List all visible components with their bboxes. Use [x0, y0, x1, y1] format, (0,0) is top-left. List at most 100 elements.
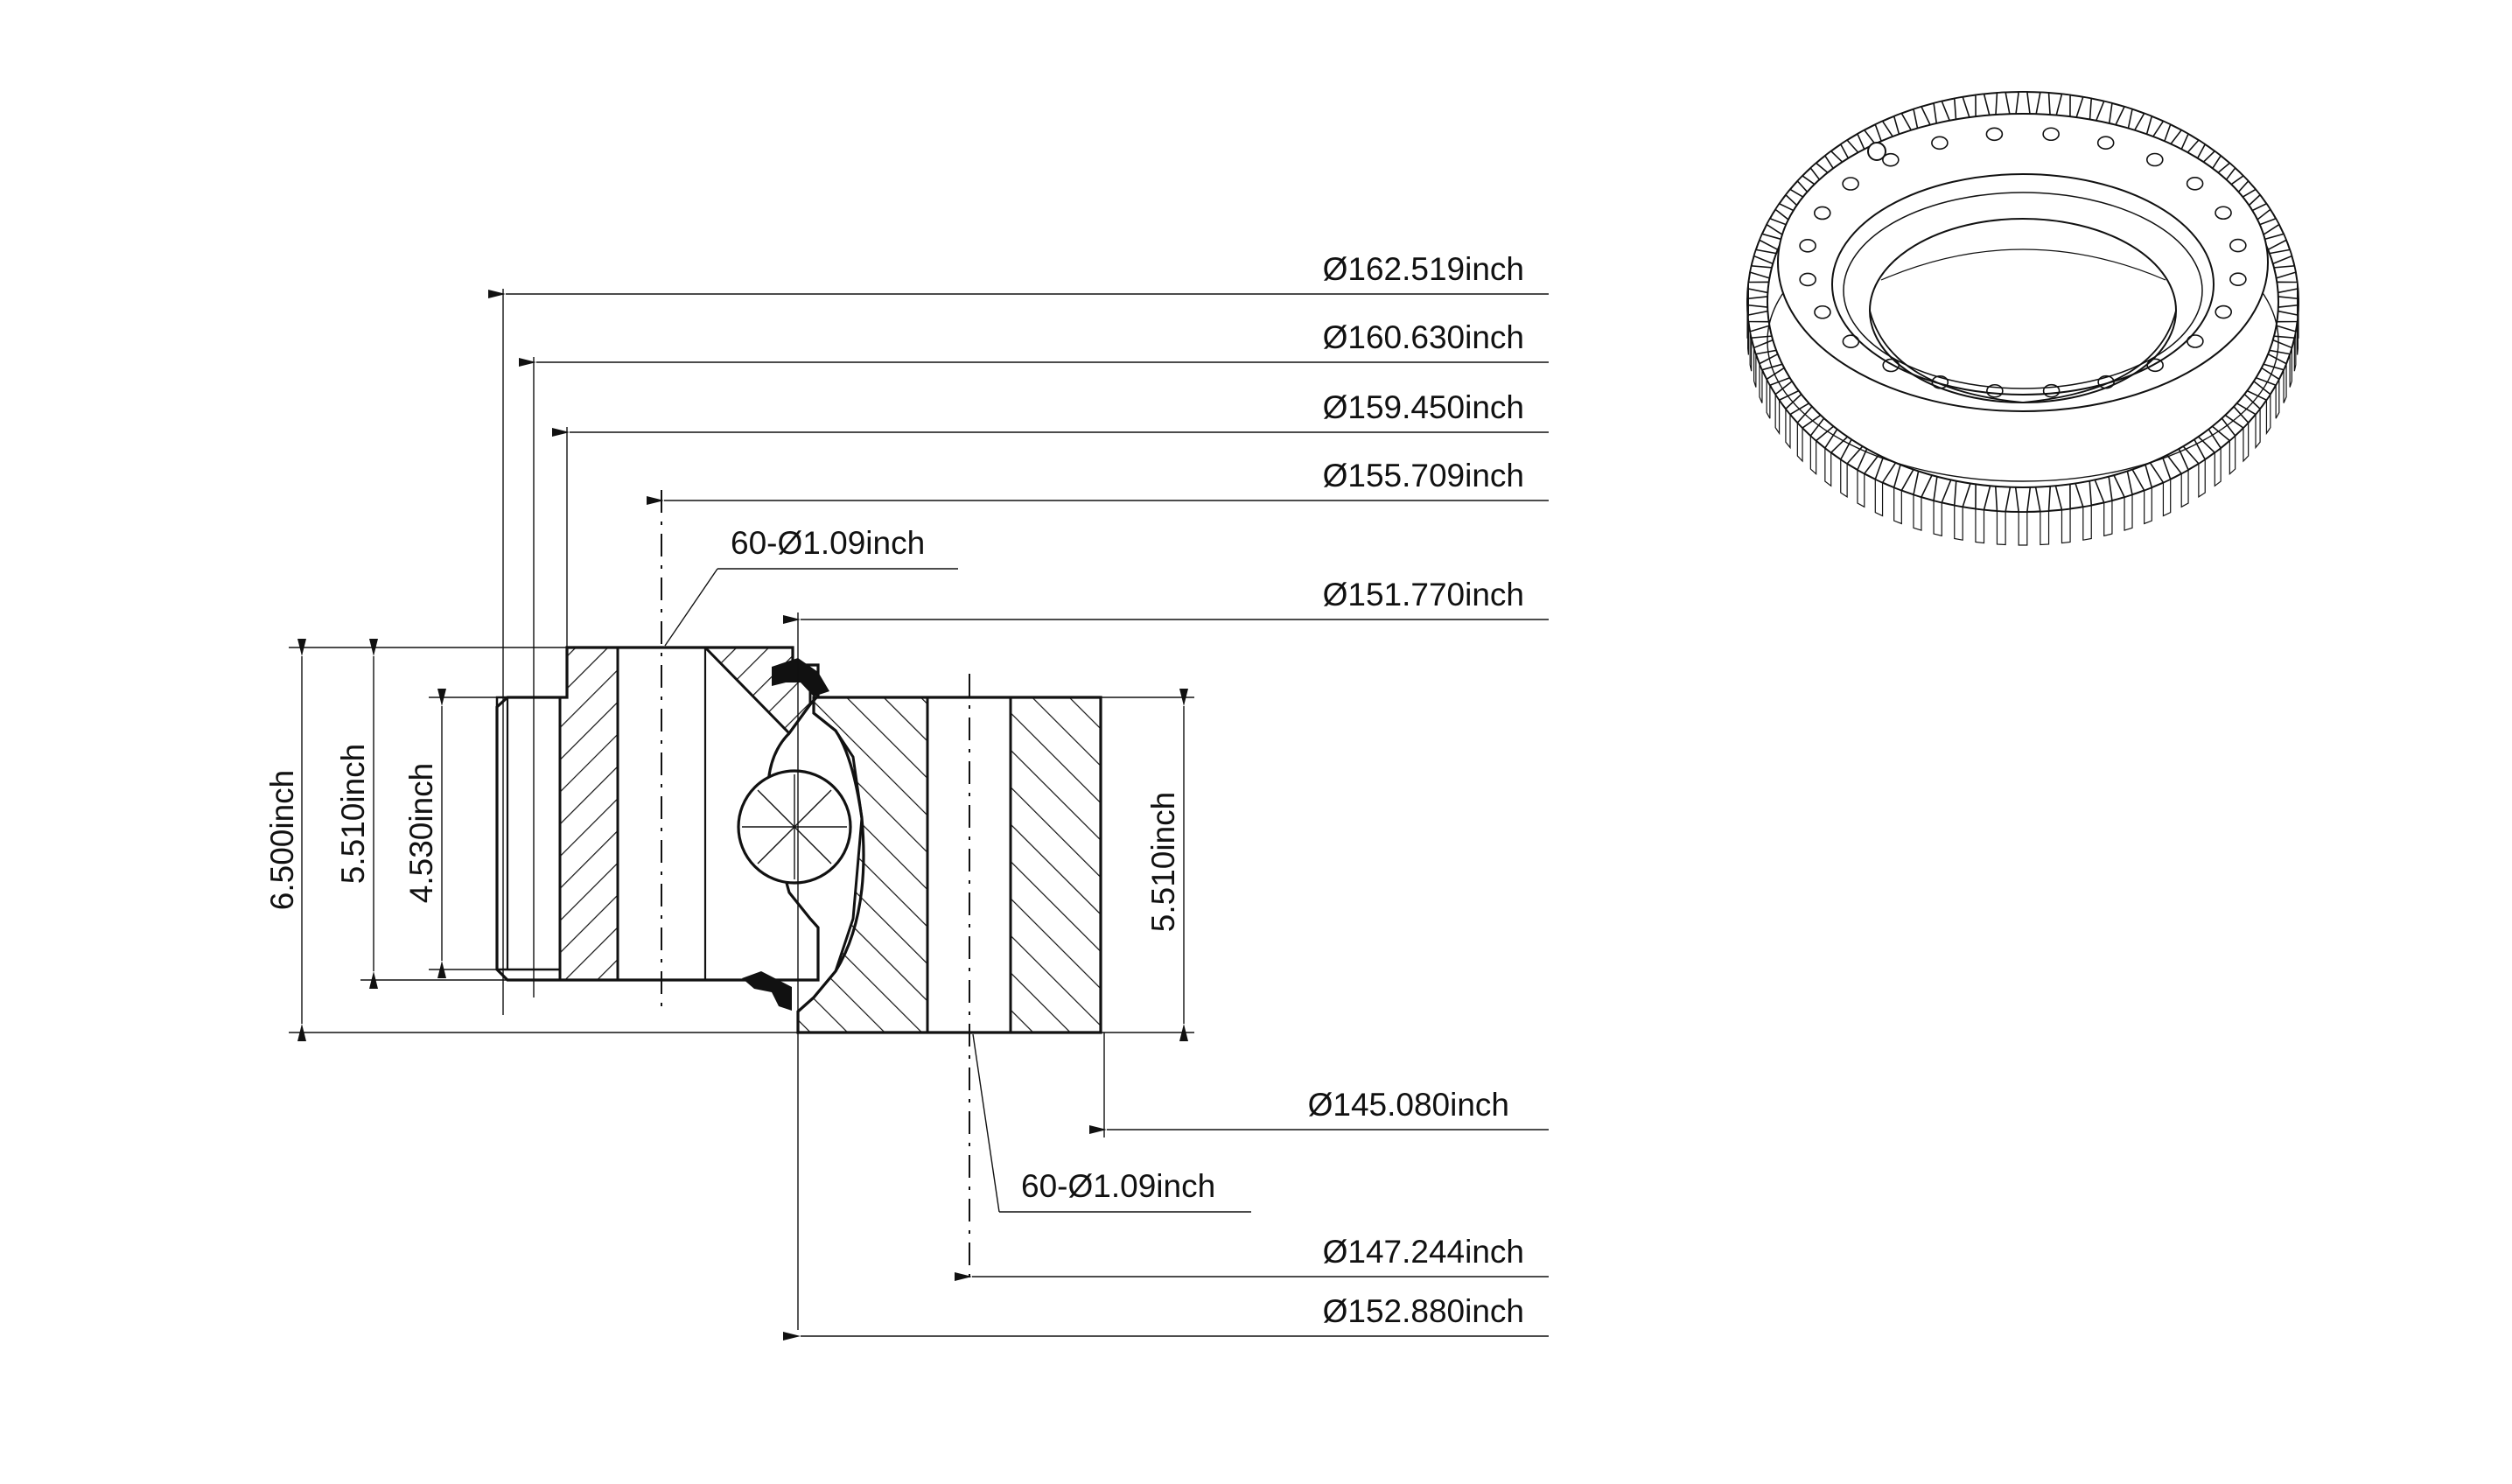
inner-ring-lip — [1843, 192, 2203, 389]
gear-tooth — [1994, 485, 2012, 513]
iso-bolt-hole — [2215, 206, 2232, 220]
gear-tooth — [1746, 281, 1770, 294]
gear-tooth-face — [1840, 459, 1848, 498]
gear-tooth — [2276, 310, 2299, 323]
gear-tooth — [2278, 296, 2299, 308]
gear-tooth-face — [2198, 459, 2206, 498]
gear-tooth — [2094, 475, 2113, 504]
dimension-labels: Ø162.519inch Ø160.630inch Ø159.450inch Ø… — [264, 251, 1524, 1329]
iso-bolt-hole — [1813, 206, 1831, 220]
gear-tooth — [1749, 264, 1773, 279]
iso-bolt-hole — [2186, 176, 2204, 191]
gear-tooth-face — [1809, 436, 1817, 475]
gear-teeth — [1746, 91, 2299, 546]
iso-bolt-hole — [2229, 272, 2247, 286]
gear-tooth-face — [2265, 394, 2271, 436]
bore-bottom — [1869, 310, 2177, 403]
isometric-bearing-view — [1746, 91, 2299, 546]
iso-bolt-hole — [1985, 127, 2004, 142]
gear-tooth-face — [1933, 500, 1942, 537]
gear-tooth-face — [2289, 347, 2292, 388]
gear-tooth-face — [1774, 394, 1781, 436]
outer-ring-hatch-left — [558, 646, 619, 982]
inner-ring-hatch-right — [1009, 696, 1102, 1034]
inner-ring-outer-edge — [1831, 173, 2215, 396]
gear-tooth-face — [1954, 505, 1963, 541]
label-outer-step-height: 4.530inch — [403, 763, 439, 903]
label-inner-ring-od: Ø152.880inch — [1323, 1293, 1524, 1329]
label-seal-dia: Ø151.770inch — [1323, 577, 1524, 612]
gear-tooth-face — [2061, 508, 2071, 544]
gear-tooth — [1953, 480, 1972, 508]
iso-bolt-hole — [2042, 127, 2060, 142]
gear-tooth-face — [2297, 315, 2299, 355]
ball-element — [737, 769, 852, 885]
gear-tooth — [2273, 264, 2297, 279]
iso-bolt-hole — [1814, 304, 1831, 319]
gear-tooth-face — [2162, 479, 2172, 517]
iso-bolt-hole — [1842, 177, 1859, 191]
label-total-height: 6.500inch — [264, 770, 300, 910]
gear-tooth-face — [2144, 487, 2152, 525]
grease-nipple — [1867, 142, 1886, 161]
gear-tooth-face — [1913, 494, 1922, 531]
gear-tooth-face — [2018, 511, 2028, 546]
gear-tooth-face — [1893, 487, 1902, 525]
gear-tooth — [2014, 486, 2032, 513]
label-bolt-circle-outer: Ø155.709inch — [1323, 458, 1524, 494]
gear-tooth-face — [2214, 448, 2222, 487]
label-bolt-circle-inner: Ø147.244inch — [1323, 1234, 1524, 1270]
label-outer-ring-height: 5.510inch — [335, 744, 371, 884]
gear-tooth-face — [2243, 423, 2250, 463]
iso-bolt-hole — [1931, 136, 1949, 150]
seal-top — [772, 658, 829, 696]
iso-bolt-hole — [2215, 304, 2233, 319]
gear-tooth-face — [1759, 363, 1763, 403]
gear-tooth-face — [2293, 331, 2297, 372]
gear-tooth — [2034, 485, 2052, 513]
iso-bolt-hole — [1799, 272, 1816, 287]
gear-tooth-face — [1996, 510, 2006, 546]
iso-bolt-hole — [2096, 136, 2115, 150]
label-holes-outer: 60-Ø1.09inch — [731, 525, 925, 561]
gear-tooth — [2074, 480, 2093, 508]
gear-tooth — [2014, 91, 2032, 117]
gear-tooth — [2054, 483, 2071, 511]
outer-step-band — [495, 696, 562, 971]
gear-tooth-face — [2283, 363, 2287, 403]
gear-tooth-face — [1824, 448, 1832, 487]
label-step-outer: Ø159.450inch — [1323, 389, 1524, 425]
gear-tooth — [2276, 281, 2299, 294]
label-inner-ring-height: 5.510inch — [1145, 792, 1181, 932]
gear-tooth-face — [2082, 505, 2092, 541]
outer-ring-face — [1777, 113, 2269, 412]
gear-tooth-face — [1857, 469, 1865, 508]
gear-tooth-face — [1747, 282, 1749, 322]
gear-tooth — [1975, 483, 1991, 511]
label-od-top: Ø162.519inch — [1323, 251, 1524, 287]
iso-bolt-hole — [1882, 152, 1900, 167]
bore-inner-shadow — [1880, 248, 2166, 281]
gear-tooth-face — [2124, 494, 2133, 531]
vertical-dimensions — [289, 639, 1194, 1041]
gear-tooth-face — [1874, 479, 1884, 517]
gear-tooth-face — [1749, 331, 1753, 372]
gear-tooth-face — [2229, 436, 2236, 475]
iso-bolt-hole — [2229, 238, 2247, 253]
gear-tooth — [1746, 296, 1768, 308]
label-pitch-outer: Ø160.630inch — [1323, 319, 1524, 355]
gear-tooth-face — [2180, 469, 2189, 508]
cross-section — [495, 490, 1102, 1278]
gear-tooth — [1746, 310, 1770, 323]
gear-tooth-face — [1796, 423, 1803, 463]
gear-tooth-face — [1753, 347, 1757, 388]
label-id-inner: Ø145.080inch — [1308, 1087, 1509, 1123]
gear-tooth-face — [1766, 379, 1771, 419]
gear-tooth — [1933, 475, 1952, 504]
iso-bolt-hole — [2145, 152, 2164, 167]
inner-ring-section — [796, 696, 1102, 1034]
label-holes-inner: 60-Ø1.09inch — [1021, 1168, 1215, 1204]
gear-tooth-face — [1975, 508, 1985, 544]
gear-tooth-face — [2040, 510, 2050, 546]
